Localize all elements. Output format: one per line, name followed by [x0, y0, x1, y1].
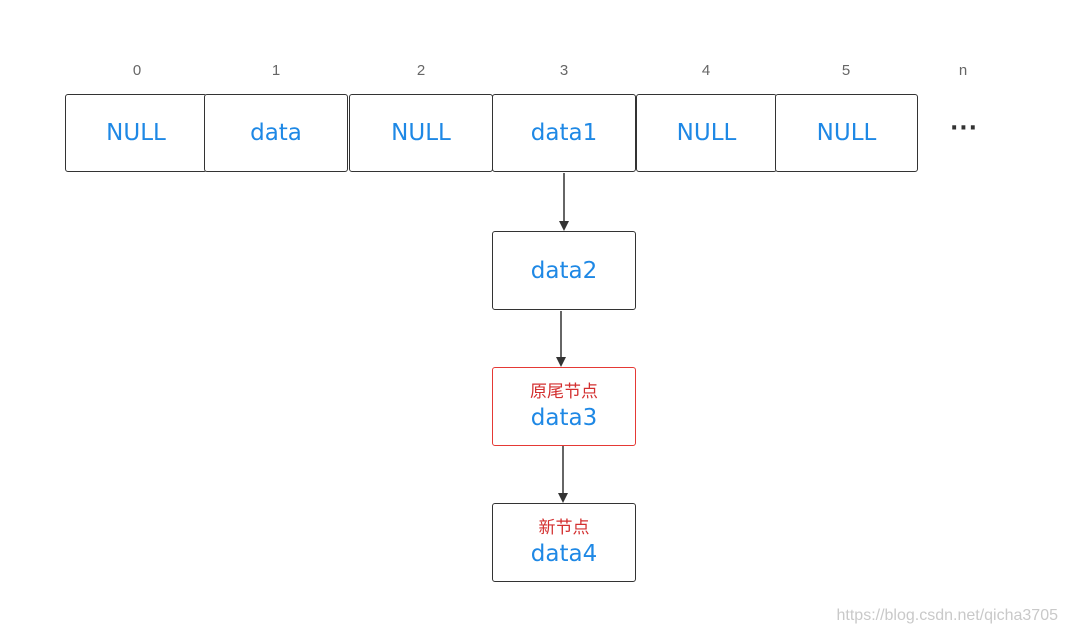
array-cell-2: NULL — [349, 94, 493, 172]
index-label-2: 2 — [416, 62, 426, 79]
index-label-n: n — [958, 62, 968, 79]
index-label-5: 5 — [841, 62, 851, 79]
chain-node-new: 新节点 data4 — [492, 503, 636, 582]
index-label-0: 0 — [132, 62, 142, 79]
index-label-3: 3 — [559, 62, 569, 79]
array-cell-5: NULL — [775, 94, 918, 172]
chain-node-data2: data2 — [492, 231, 636, 310]
index-label-1: 1 — [271, 62, 281, 79]
array-cell-4: NULL — [636, 94, 777, 172]
array-cell-0: NULL — [65, 94, 207, 172]
node-value: data4 — [530, 540, 598, 567]
array-cell-3: data1 — [492, 94, 636, 172]
node-label: 新节点 — [538, 517, 590, 538]
node-label: 原尾节点 — [530, 381, 598, 402]
array-cell-1: data — [204, 94, 348, 172]
chain-node-old-tail: 原尾节点 data3 — [492, 367, 636, 446]
watermark: https://blog.csdn.net/qicha3705 — [836, 607, 1059, 624]
ellipsis: ··· — [949, 116, 979, 141]
node-value: data3 — [530, 404, 598, 431]
node-value: data2 — [530, 257, 598, 284]
index-label-4: 4 — [701, 62, 711, 79]
